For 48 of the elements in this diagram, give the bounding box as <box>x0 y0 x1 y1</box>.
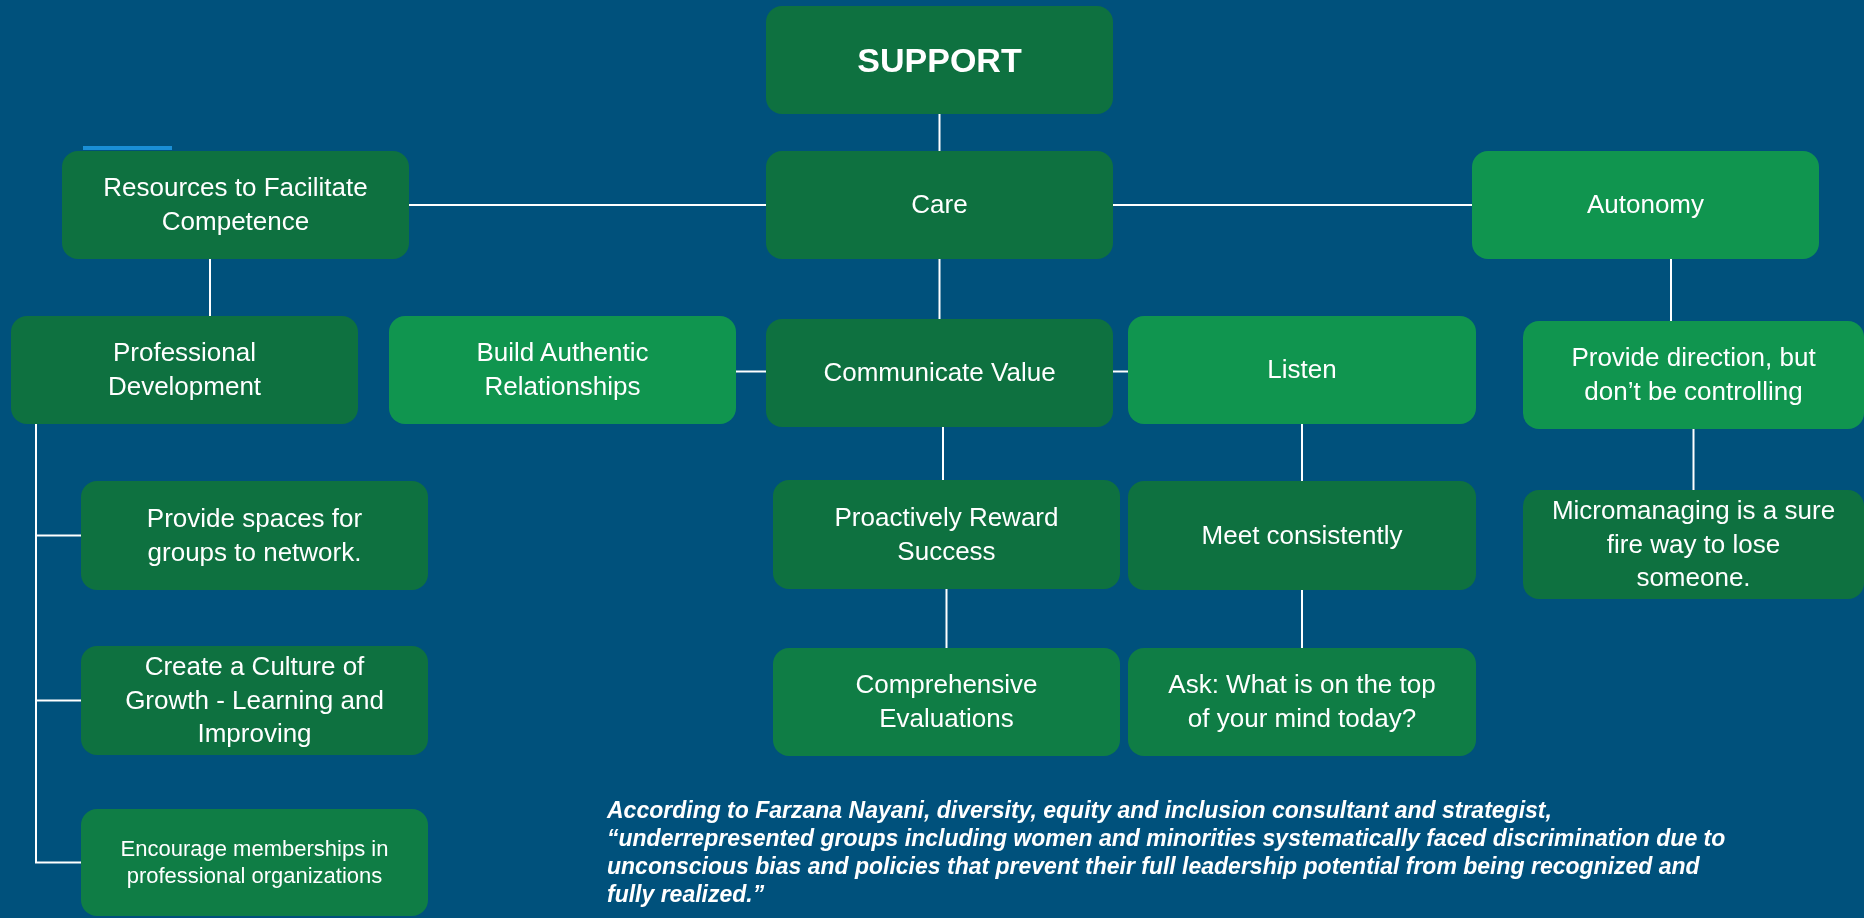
topic-box <box>773 480 1120 589</box>
topic-text: Autonomy <box>1586 188 1705 222</box>
topic-text: Meet consistently <box>1201 518 1403 552</box>
topic-box <box>766 151 1113 259</box>
topic-box <box>1128 316 1476 424</box>
topic-box <box>81 481 428 590</box>
topic-text: Professional Development <box>106 336 263 403</box>
connector-line <box>942 426 944 481</box>
connector-line <box>1112 370 1129 373</box>
topic-text: Care <box>911 188 968 222</box>
topic-text: Communicate Value <box>823 356 1056 390</box>
topic-text: Provide direction, but don’t be controlling <box>1570 341 1817 408</box>
topic-text: Ask: What is on the top of your mind today? <box>1167 668 1437 735</box>
connector-line <box>735 370 767 373</box>
topic-box <box>766 319 1113 427</box>
topic-text: Micromanaging is a sure fire way to lose someone. <box>1550 493 1837 595</box>
connector-line <box>1692 428 1695 491</box>
topic-text: Proactively Reward Success <box>833 500 1060 568</box>
topic-box <box>1472 151 1819 259</box>
topic-box <box>766 6 1113 114</box>
connector-line <box>209 258 211 317</box>
topic-box <box>11 316 358 424</box>
topic-text: Resources to Facilitate Competence <box>102 171 369 238</box>
quote-text: According to Farzana Nayani, diversity, equity and inclusion consultant and strategist, “underrepresented groups including women and minorities systematically faced discrimination due to unconscious bias and policies that prevent their full leadership potential from being recognized and fully realized.” <box>607 796 1727 908</box>
topic-box <box>81 646 428 755</box>
topic-text: Listen <box>1267 353 1337 387</box>
topic-text: Build Authentic Relationships <box>475 336 650 403</box>
topic-text: Encourage memberships in professional organizations <box>119 836 390 889</box>
topic-box <box>1128 481 1476 590</box>
topic-box <box>1523 490 1864 599</box>
connector-line <box>408 204 767 206</box>
connector-line <box>1301 423 1303 482</box>
topic-text: Create a Culture of Growth - Learning and Improving <box>124 649 385 751</box>
topic-box <box>1523 321 1864 429</box>
topic-box <box>81 809 428 916</box>
connector-line <box>945 588 948 649</box>
connector-line <box>1112 204 1473 206</box>
connector-line <box>1301 589 1303 649</box>
connector-line <box>938 113 941 152</box>
topic-box <box>389 316 736 424</box>
topic-text: SUPPORT <box>857 39 1022 81</box>
connector-line <box>1670 258 1672 322</box>
topic-text: Provide spaces for groups to network. <box>145 501 364 569</box>
topic-box <box>62 151 409 259</box>
connector-line <box>938 258 941 320</box>
topic-text: Comprehensive Evaluations <box>854 668 1039 735</box>
topic-box <box>1128 648 1476 756</box>
topic-box <box>773 648 1120 756</box>
